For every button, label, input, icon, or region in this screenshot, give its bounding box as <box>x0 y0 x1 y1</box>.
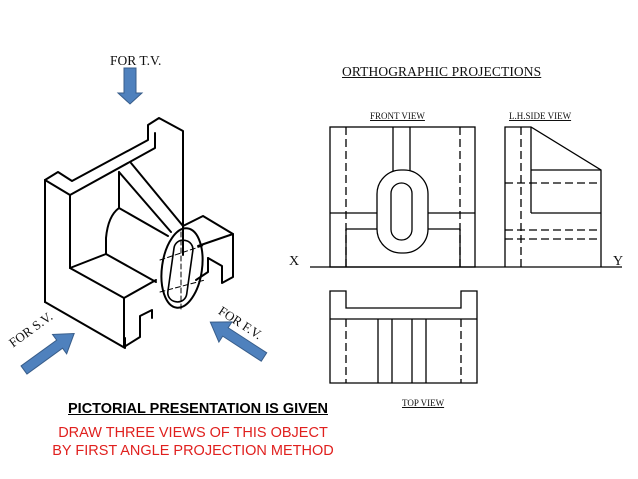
iso-right-base-edge <box>197 233 234 247</box>
arrow-top-view <box>116 67 144 105</box>
arrow-top-view-icon <box>116 67 144 105</box>
fv-boss-slot <box>390 182 413 241</box>
iso-rib <box>118 171 172 233</box>
iso-right-base-top <box>182 215 234 284</box>
instruction-title: PICTORIAL PRESENTATION IS GIVEN <box>68 401 328 417</box>
side-view <box>504 126 602 267</box>
projections-title: ORTHOGRAPHIC PROJECTIONS <box>342 64 542 79</box>
iso-boss-slot <box>166 239 194 303</box>
sv-outline <box>504 126 602 267</box>
iso-boss-outer <box>160 227 204 309</box>
fv-boss-outer <box>376 169 429 254</box>
front-view <box>329 126 476 268</box>
iso-recess-curve <box>105 207 120 255</box>
front-view-label: FRONT VIEW <box>370 111 425 121</box>
side-view-label: L.H.SIDE VIEW <box>509 111 572 121</box>
arrow-side-view-icon <box>20 333 75 375</box>
x-reference-label: X <box>289 254 300 269</box>
arrow-front-view <box>209 321 268 362</box>
y-reference-label: Y <box>613 254 624 269</box>
arrow-front-view-icon <box>209 321 268 362</box>
fv-outline <box>329 126 476 268</box>
isometric-object <box>44 117 234 349</box>
top-view <box>329 290 478 384</box>
iso-back-plate-front-top <box>44 132 156 196</box>
iso-recess-line <box>118 207 169 237</box>
iso-base-top-back <box>69 253 157 283</box>
iso-boss-hidden-2 <box>159 244 206 261</box>
top-view-label: TOP VIEW <box>402 398 445 408</box>
iso-boss-hidden-3 <box>159 279 206 293</box>
instruction-line-2: BY FIRST ANGLE PROJECTION METHOD <box>52 443 334 459</box>
iso-base-top-edge <box>69 267 157 299</box>
iso-base-step <box>123 309 153 348</box>
for-top-view-label: FOR T.V. <box>110 53 162 68</box>
iso-rib-2 <box>130 162 184 227</box>
arrow-side-view <box>20 333 75 375</box>
iso-back-plate-top <box>44 117 184 256</box>
instruction-line-1: DRAW THREE VIEWS OF THIS OBJECT <box>58 425 328 441</box>
tv-outline <box>329 290 478 384</box>
